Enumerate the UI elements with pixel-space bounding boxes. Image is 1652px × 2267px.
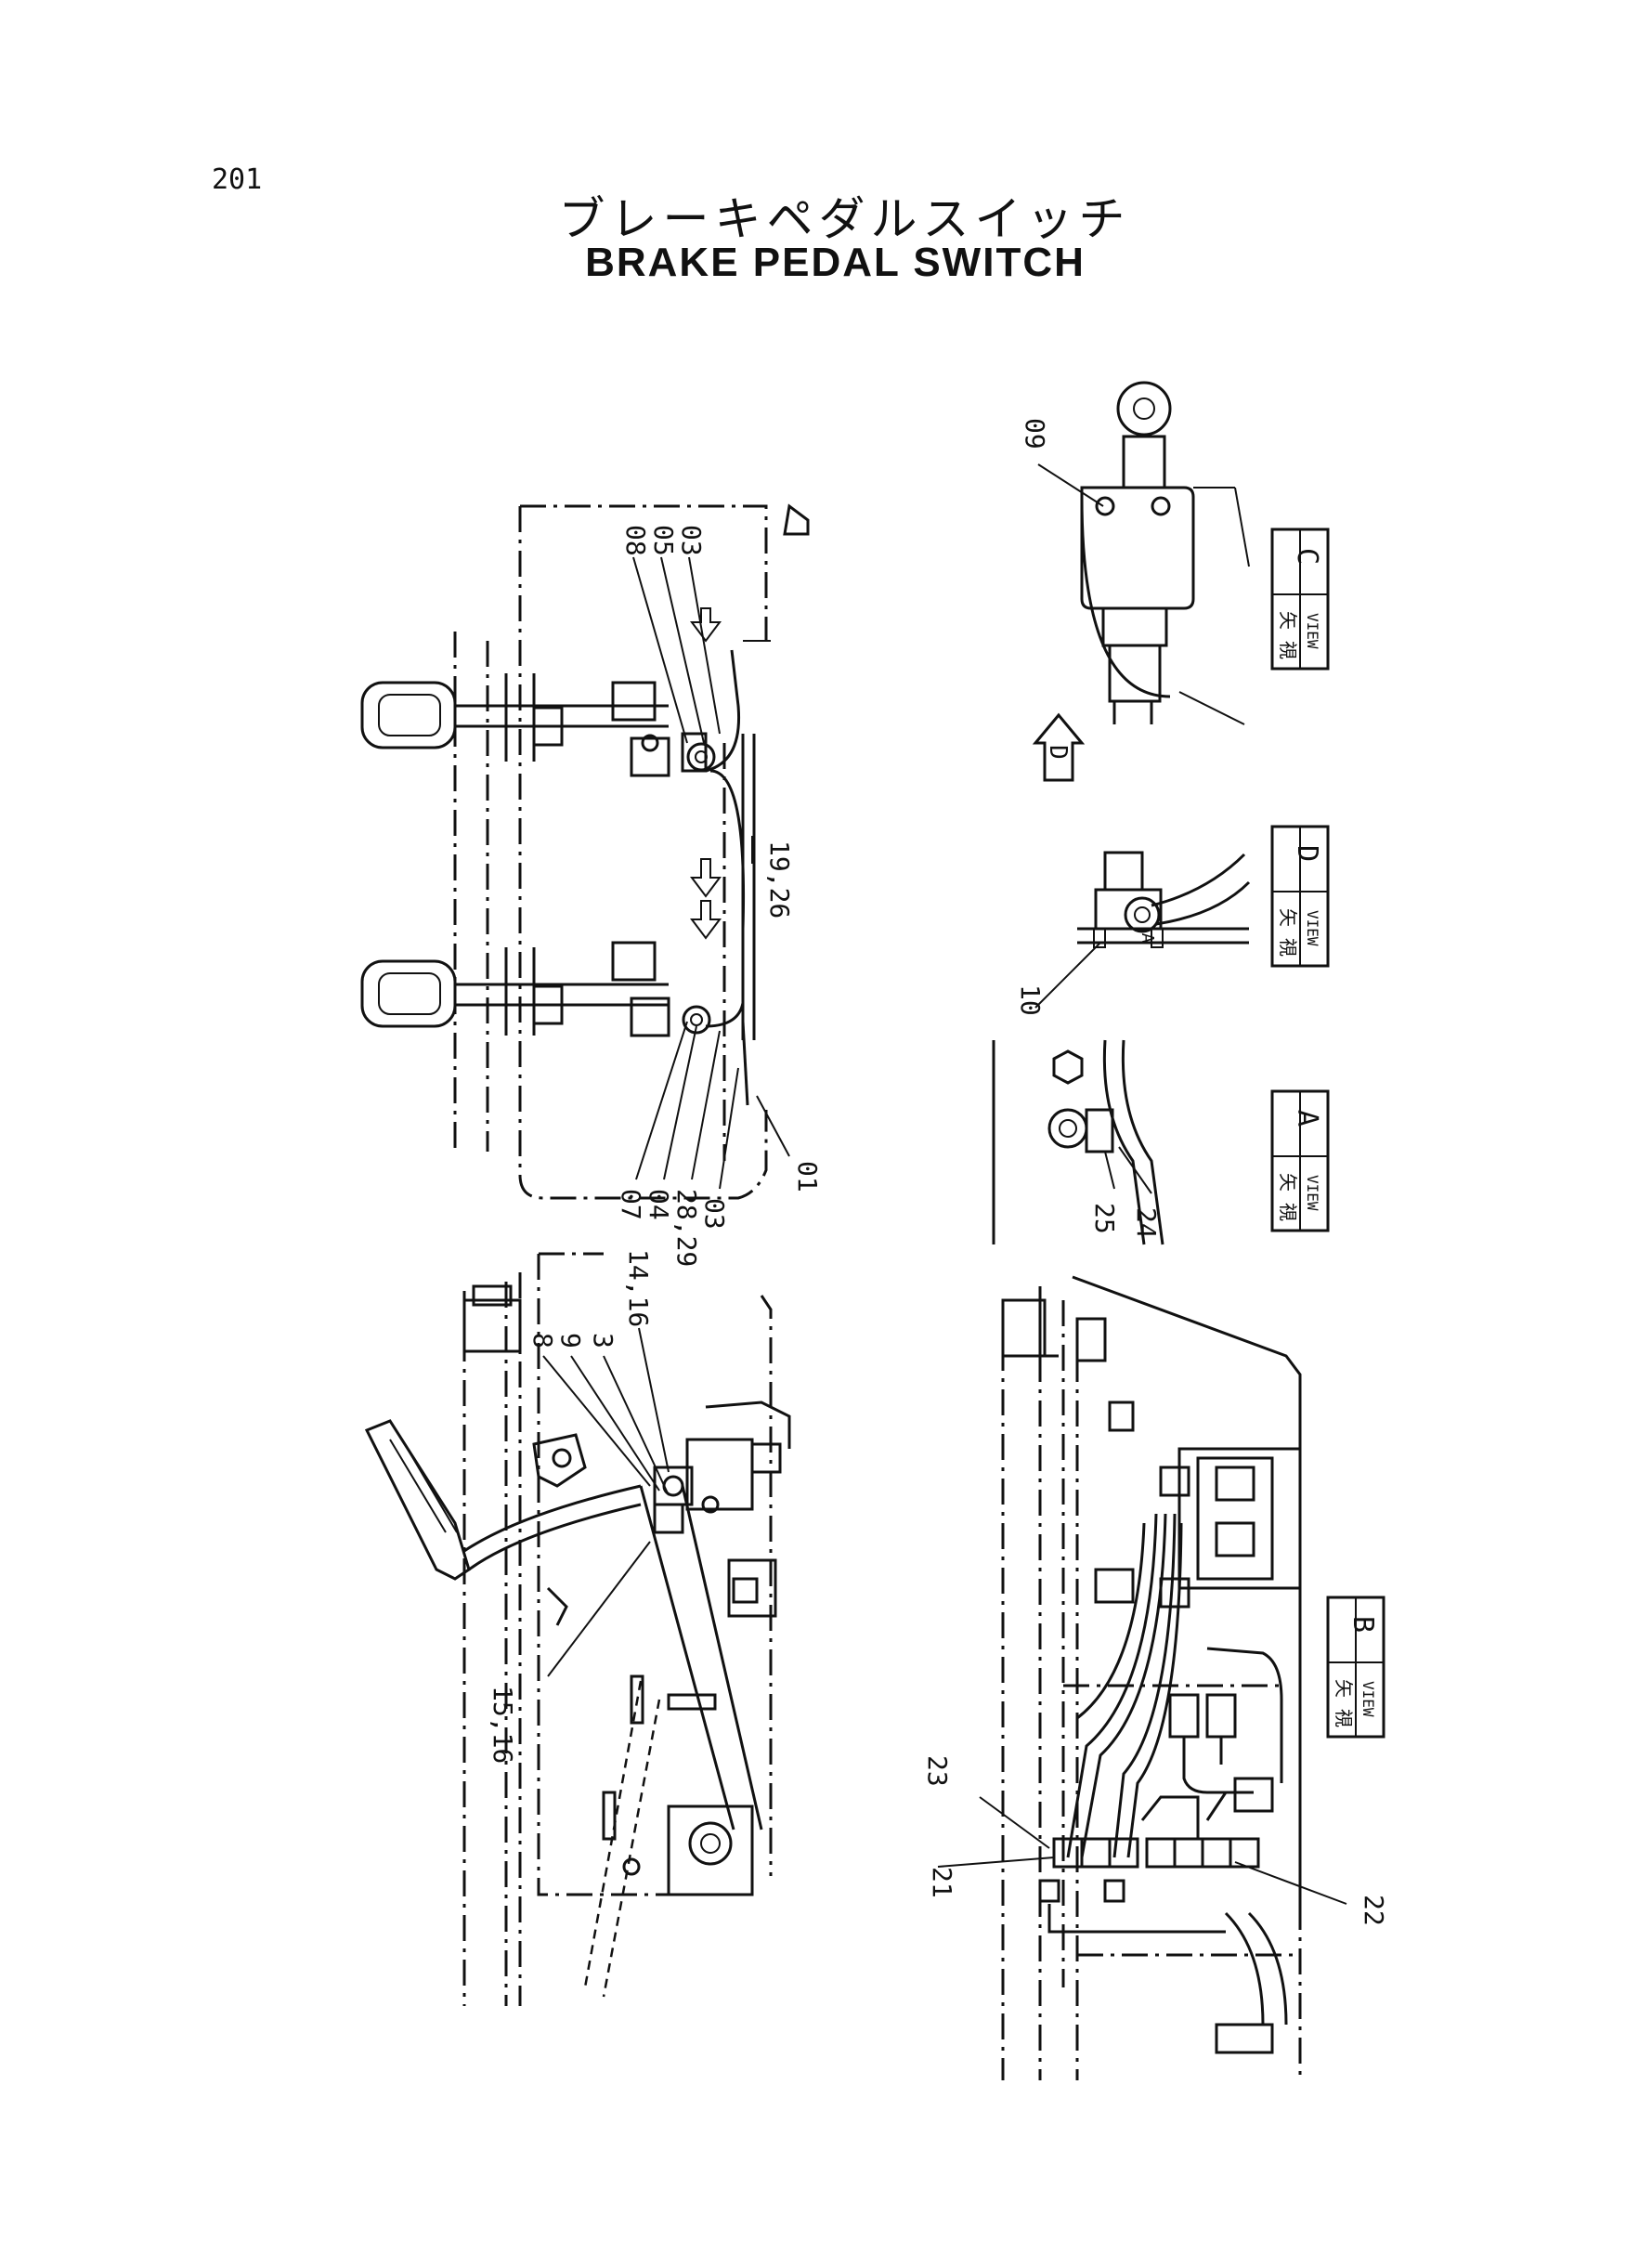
side-view	[364, 1252, 791, 2006]
view-d-letter: D	[1291, 845, 1323, 862]
callout-04: 04	[644, 1189, 674, 1220]
title-english: BRAKE PEDAL SWITCH	[585, 240, 1086, 285]
callout-19-26: 19,26	[764, 840, 795, 919]
callout-08: 08	[620, 525, 651, 556]
callout-15-16: 15,16	[488, 1686, 518, 1764]
view-c-label	[1270, 528, 1330, 671]
callout-9: 9	[555, 1333, 586, 1348]
page-number: 201	[212, 163, 263, 196]
callout-05: 05	[648, 525, 679, 556]
callout-21: 21	[927, 1867, 957, 1898]
callout-28-29: 28,29	[671, 1189, 702, 1267]
callout-03-upper: 03	[676, 525, 707, 556]
view-d-label	[1270, 825, 1330, 968]
view-c-ja: 矢 視	[1277, 611, 1299, 659]
view-a-en: VIEW	[1304, 1175, 1321, 1211]
view-b-drawing	[937, 1275, 1347, 2080]
callout-8: 8	[527, 1333, 558, 1348]
callout-09: 09	[1020, 418, 1050, 449]
arrow-d-letter: D	[1044, 745, 1072, 760]
callout-07: 07	[616, 1189, 646, 1220]
view-a-ja: 矢 視	[1277, 1173, 1299, 1221]
view-a-label	[1270, 1089, 1330, 1232]
view-d-en: VIEW	[1304, 910, 1321, 946]
callout-22: 22	[1359, 1895, 1389, 1926]
view-b-label	[1326, 1596, 1385, 1739]
title-japanese: ブレーキペダルスイッチ	[558, 192, 1131, 246]
view-d-drawing	[1034, 851, 1251, 1009]
view-c-letter: C	[1291, 548, 1323, 565]
callout-25: 25	[1089, 1203, 1120, 1234]
view-b-letter: B	[1346, 1616, 1379, 1633]
view-c-drawing	[1032, 381, 1250, 782]
view-c-en: VIEW	[1304, 613, 1321, 649]
view-a-drawing	[992, 1039, 1164, 1245]
callout-14-16: 14,16	[623, 1249, 654, 1327]
callout-24: 24	[1131, 1207, 1162, 1239]
callout-3: 3	[588, 1333, 618, 1348]
callout-01: 01	[792, 1161, 823, 1192]
view-a-letter: A	[1291, 1110, 1323, 1127]
view-b-en: VIEW	[1359, 1681, 1377, 1717]
callout-03-lower: 03	[699, 1198, 730, 1230]
view-b-ja: 矢 視	[1333, 1679, 1355, 1727]
arrow-a-letter: A	[1138, 933, 1157, 944]
view-d-ja: 矢 視	[1277, 908, 1299, 957]
plan-view	[360, 503, 810, 1200]
callout-23: 23	[922, 1755, 953, 1787]
callout-10: 10	[1015, 984, 1046, 1016]
